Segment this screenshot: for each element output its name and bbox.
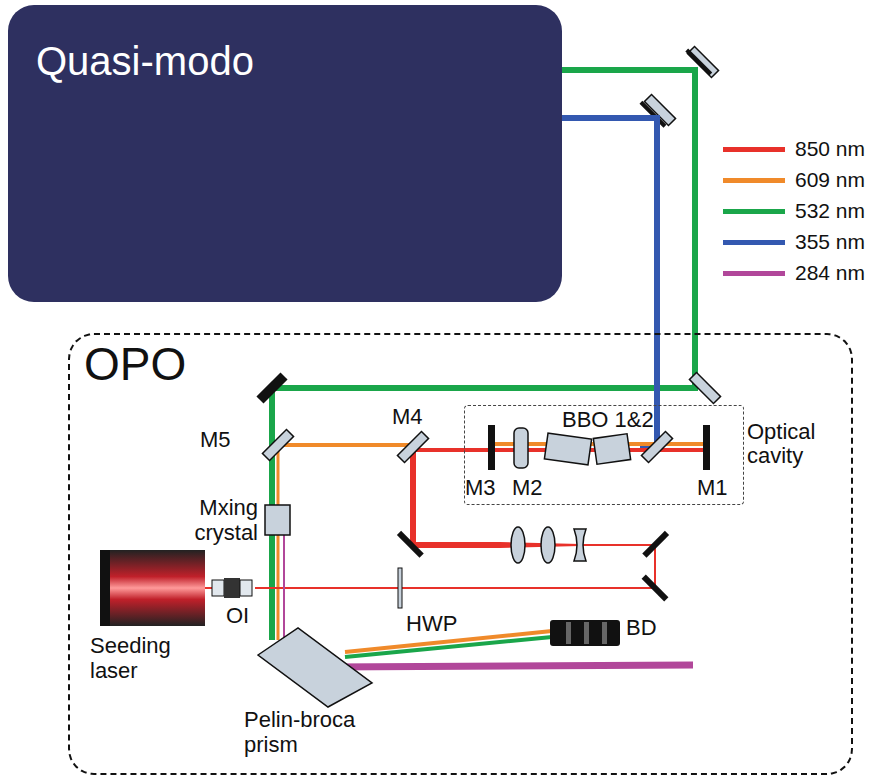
legend-text: 355 nm	[795, 230, 865, 254]
mirror-label: M4	[392, 405, 423, 430]
waveplate-label: HWP	[406, 612, 457, 637]
prism-label: Pelin-broca prism	[244, 708, 394, 757]
legend-text: 850 nm	[795, 137, 865, 161]
node-title: Quasi-modo	[8, 5, 562, 83]
laser-beam	[562, 70, 695, 333]
laser-beam	[562, 118, 657, 405]
legend-text: 609 nm	[795, 168, 865, 192]
laser-label: Seeding laser	[90, 634, 200, 683]
mirror-label: M3	[465, 476, 496, 501]
crystal-label: BBO 1&2	[562, 408, 654, 433]
legend-swatch	[723, 240, 785, 245]
legend-text: 532 nm	[795, 199, 865, 223]
legend-swatch	[723, 147, 785, 152]
laser-source-box: Quasi-modo	[8, 5, 562, 302]
legend-swatch	[723, 271, 785, 276]
beam-dump-label: BD	[626, 616, 657, 641]
node-title: Optical cavity	[747, 420, 857, 468]
node-title: OPO	[70, 335, 851, 390]
legend-text: 284 nm	[795, 261, 865, 285]
mirror-label: M1	[697, 476, 728, 501]
legend-swatch	[723, 209, 785, 214]
mirror-label: M2	[512, 476, 543, 501]
mirror-label: M5	[200, 428, 231, 453]
isolator-label: OI	[226, 604, 249, 629]
crystal-label: Mxing crystal	[166, 496, 258, 545]
opo-enclosure: OPOOptical cavity	[68, 333, 853, 775]
legend-swatch	[723, 178, 785, 183]
